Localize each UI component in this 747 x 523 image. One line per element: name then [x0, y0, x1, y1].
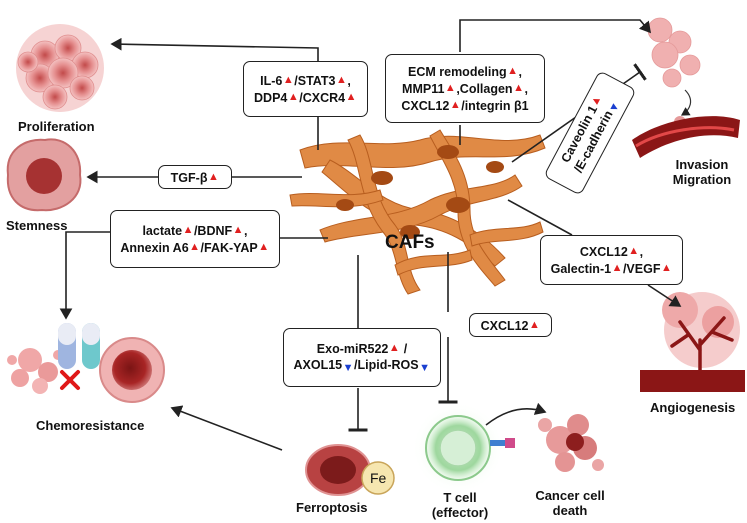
ferroptosis-label: Ferroptosis — [296, 500, 368, 515]
cancer-death-line2: death — [552, 503, 588, 518]
up-arrow-icon: ▲ — [507, 65, 519, 77]
collagen-text: ,Collagen — [456, 82, 513, 96]
integrin-text: /integrin β1 — [461, 99, 529, 113]
cxcl12-text: CXCL12 — [401, 99, 450, 113]
angiogenesis-label: Angiogenesis — [650, 400, 736, 415]
up-arrow-icon: ▲ — [189, 241, 201, 253]
up-arrow-icon: ▲ — [258, 241, 270, 253]
cxcl12-vegf-box: CXCL12▲, Galectin-1▲/VEGF▲ — [540, 235, 683, 285]
up-arrow-icon: ▲ — [628, 245, 640, 257]
invasion-migration-label: Invasion Migration — [662, 157, 742, 187]
angiogenesis-illustration — [640, 292, 745, 392]
galectin-text: Galectin-1 — [550, 262, 612, 276]
lactate-text: lactate — [142, 224, 183, 238]
stat3-text: /STAT3 — [294, 74, 336, 88]
up-arrow-icon: ▲ — [182, 224, 194, 236]
il6-stat3-box: IL-6▲/STAT3▲, DDP4▲/CXCR4▲ — [243, 61, 368, 117]
proliferation-tumor-illustration — [16, 24, 104, 112]
lipid-ros-text: /Lipid-ROS — [354, 357, 419, 372]
comma-text: , — [518, 65, 522, 79]
tgf-text: TGF-β — [170, 170, 208, 185]
fe-label: Fe — [370, 470, 387, 486]
lactate-bdnf-box: lactate▲/BDNF▲, Annexin A6▲/FAK-YAP▲ — [110, 210, 280, 268]
up-arrow-icon: ▲ — [529, 318, 540, 331]
mmp11-text: MMP11 — [402, 82, 445, 96]
chemoresistance-label: Chemoresistance — [36, 418, 145, 433]
comma-text: , — [244, 224, 248, 238]
up-arrow-icon: ▲ — [345, 91, 357, 103]
t-cell-illustration — [412, 402, 515, 494]
t-cell-label-line1: T cell — [443, 490, 477, 505]
up-arrow-icon: ▲ — [611, 262, 623, 274]
t-cell-label-line2: (effector) — [431, 505, 489, 520]
axol15-text: AXOL15 — [293, 357, 343, 372]
down-arrow-icon: ▼ — [342, 361, 354, 374]
up-arrow-icon: ▲ — [335, 74, 347, 86]
invasion-line2: Migration — [672, 172, 732, 187]
caf-network-illustration — [289, 129, 546, 295]
up-arrow-icon: ▲ — [444, 82, 456, 94]
tgf-beta-box: TGF-β▲ — [158, 165, 232, 189]
comma-text: , — [347, 74, 351, 88]
stemness-cell-illustration — [6, 138, 82, 212]
t-cell-label: T cell (effector) — [430, 490, 490, 520]
ecm-remodeling-box: ECM remodeling▲, MMP11▲,Collagen▲, CXCL1… — [385, 54, 545, 123]
vegf-text: /VEGF — [622, 262, 661, 276]
down-arrow-icon: ▼ — [419, 361, 430, 374]
ddp4-text: DDP4 — [254, 91, 288, 105]
slash-text: / — [400, 341, 408, 356]
cancer-cell-death-illustration — [538, 414, 604, 472]
up-arrow-icon: ▲ — [232, 224, 244, 236]
comma-text: , — [524, 82, 528, 96]
invasion-migration-illustration — [632, 17, 740, 158]
up-arrow-icon: ▲ — [660, 262, 672, 274]
cxcl12-text: CXCL12 — [480, 318, 529, 333]
fak-yap-text: /FAK-YAP — [200, 241, 258, 255]
cancer-cell-death-label: Cancer cell death — [525, 488, 615, 518]
invasion-line1: Invasion — [675, 157, 729, 172]
stemness-label: Stemness — [6, 218, 68, 233]
annexin-text: Annexin A6 — [120, 241, 189, 255]
up-arrow-icon: ▲ — [513, 82, 524, 94]
cancer-death-line1: Cancer cell — [535, 488, 605, 503]
exo-mir522-text: Exo-miR522 — [316, 341, 389, 356]
bdnf-text: /BDNF — [193, 224, 233, 238]
cxcl12-text: CXCL12 — [579, 245, 628, 259]
cxcl12-box: CXCL12▲ — [469, 313, 552, 337]
up-arrow-icon: ▲ — [388, 341, 400, 354]
ferroptosis-illustration — [305, 444, 395, 496]
ecm-text: ECM remodeling — [408, 65, 507, 79]
up-arrow-icon: ▲ — [282, 74, 294, 86]
exo-mir522-box: Exo-miR522▲ / AXOL15▼/Lipid-ROS▼ — [283, 328, 441, 387]
comma-text: , — [639, 245, 644, 259]
up-arrow-icon: ▲ — [207, 170, 219, 183]
il6-text: IL-6 — [260, 74, 283, 88]
chemoresistance-illustration — [7, 323, 165, 403]
center-label: CAFs — [385, 232, 435, 253]
up-arrow-icon: ▲ — [287, 91, 299, 103]
cxcr4-text: /CXCR4 — [299, 91, 346, 105]
proliferation-label: Proliferation — [18, 119, 95, 134]
up-arrow-icon: ▲ — [449, 99, 461, 111]
